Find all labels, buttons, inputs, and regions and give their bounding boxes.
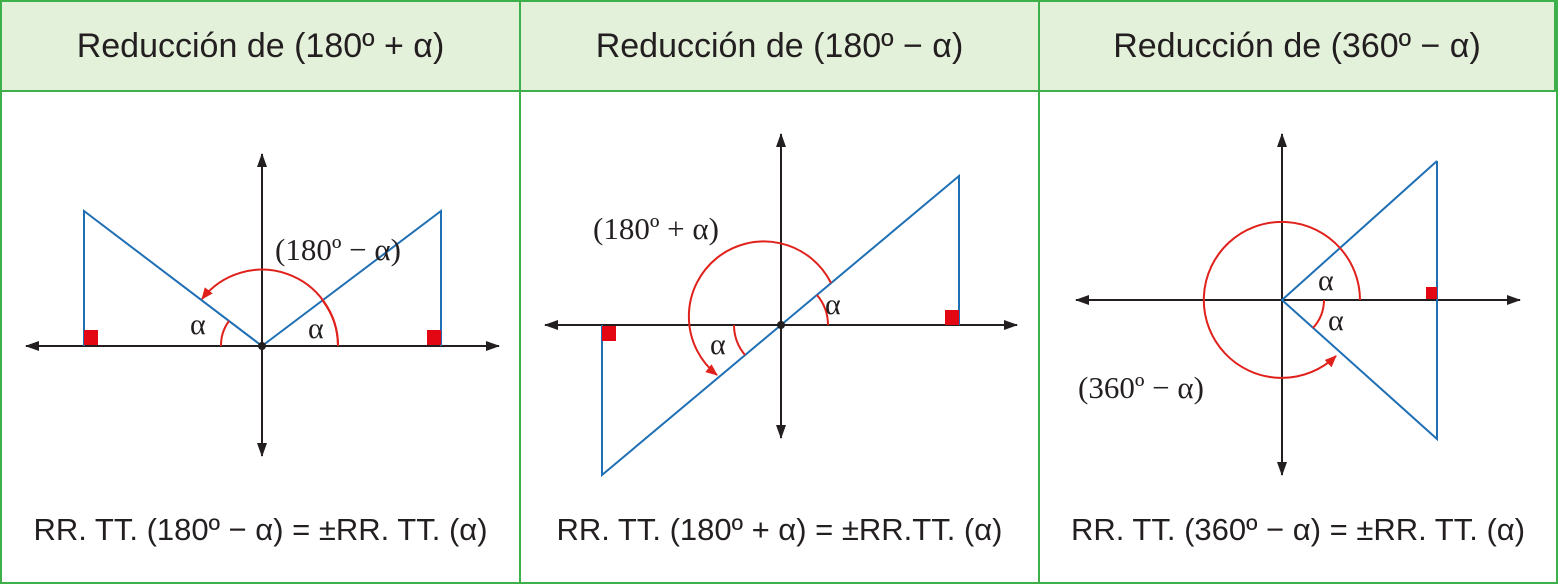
triangle-third-quadrant bbox=[601, 324, 782, 478]
origin bbox=[258, 342, 266, 350]
header-180-plus: Reducción de (180º + α) bbox=[2, 2, 521, 92]
angle-label: (360º − α) bbox=[1078, 370, 1204, 405]
formula-2: RR. TT. (180º + α) = ±RR.TT. (α) bbox=[556, 512, 1003, 547]
alpha-arc-left bbox=[219, 320, 230, 347]
alpha-arc-first bbox=[816, 294, 829, 326]
panel-3: (360º − α) α α RR. TT. (360º − α) = ±RR.… bbox=[1040, 92, 1556, 582]
alpha-arc-lower bbox=[1312, 299, 1325, 329]
angle-label: (180º + α) bbox=[593, 211, 719, 246]
triangle-left bbox=[83, 208, 263, 347]
panel-2: (180º + α) α α RR. TT. (180º + α) = ±RR.… bbox=[521, 92, 1040, 582]
supplement-arc bbox=[687, 240, 832, 376]
supplement-arc bbox=[201, 268, 340, 347]
triangle bbox=[1280, 160, 1438, 442]
right-angle-marker bbox=[1426, 287, 1437, 299]
alpha-label-right: α bbox=[308, 312, 324, 345]
header-180-minus: Reducción de (180º − α) bbox=[521, 2, 1040, 92]
formula-3: RR. TT. (360º − α) = ±RR. TT. (α) bbox=[1070, 512, 1526, 547]
alpha-arc-third bbox=[733, 324, 746, 356]
header-360-minus: Reducción de (360º − α) bbox=[1040, 2, 1556, 92]
triangle-first-quadrant bbox=[780, 173, 960, 326]
alpha-arc-upper bbox=[1339, 247, 1361, 301]
diagram-3: (360º − α) α α bbox=[1075, 133, 1521, 476]
right-angle-marker-left bbox=[84, 330, 98, 345]
diagram-1: (180º − α) α α bbox=[25, 153, 500, 457]
origin bbox=[777, 321, 785, 329]
right-angle-marker-right bbox=[427, 330, 441, 345]
alpha-label-left: α bbox=[190, 308, 206, 341]
angle-label: (180º − α) bbox=[275, 232, 401, 267]
alpha-label-first: α bbox=[825, 288, 841, 321]
alpha-label-lower: α bbox=[1328, 304, 1344, 337]
alpha-label-third: α bbox=[710, 328, 726, 361]
panel-1: (180º − α) α α RR. TT. (180º − α) = ±RR.… bbox=[2, 92, 521, 582]
triangle-right bbox=[261, 208, 442, 347]
full-turn-arc bbox=[1202, 220, 1341, 379]
right-angle-marker-third bbox=[602, 326, 616, 341]
alpha-label-upper: α bbox=[1318, 264, 1334, 297]
right-angle-marker-first bbox=[945, 310, 959, 325]
diagram-2: (180º + α) α α bbox=[544, 133, 1018, 478]
formula-1: RR. TT. (180º − α) = ±RR. TT. (α) bbox=[33, 512, 488, 547]
